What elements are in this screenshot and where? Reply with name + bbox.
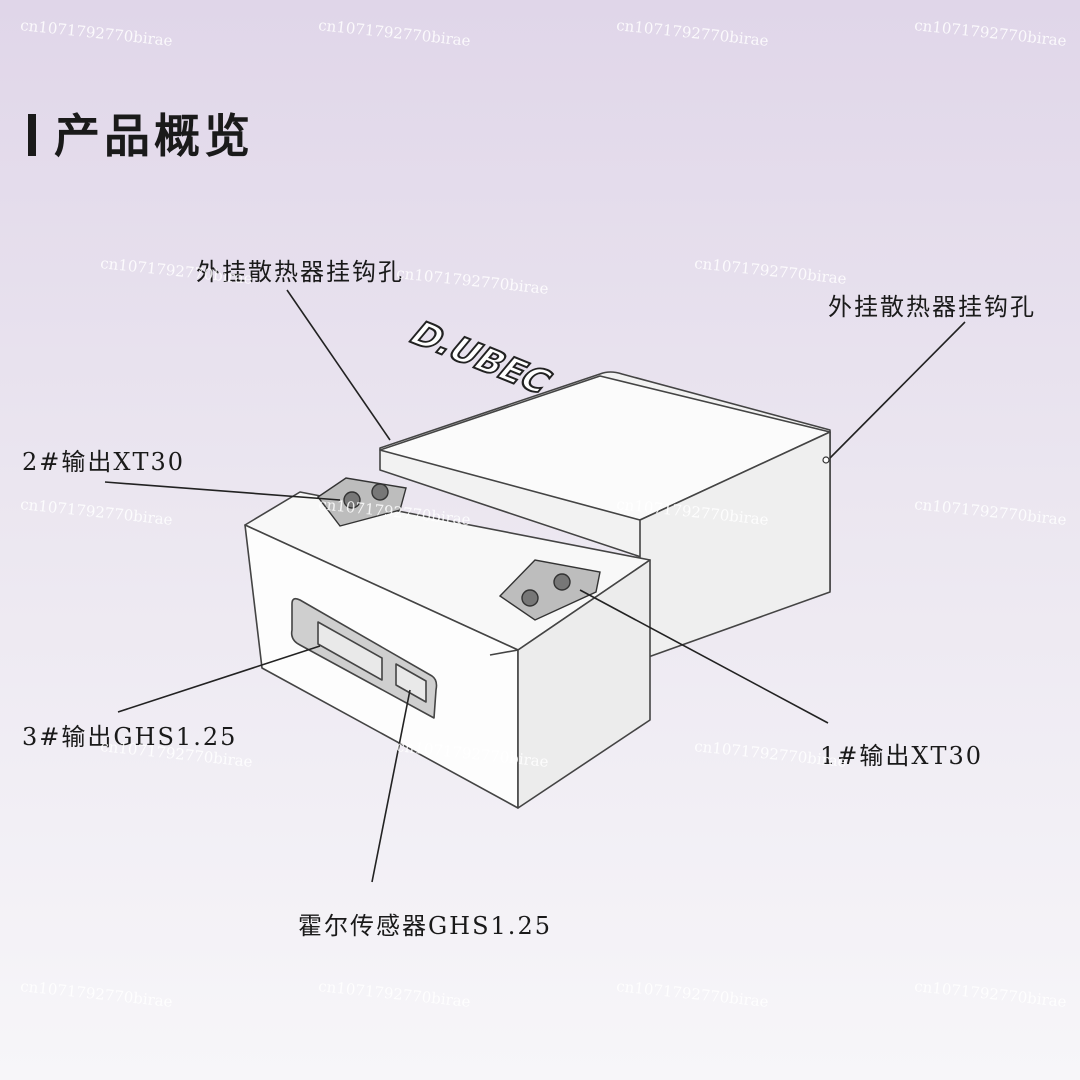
callout-output3: 3#输出GHS1.25: [22, 723, 238, 751]
title-bar-mark: [28, 114, 36, 156]
page-title-text: 产品概览: [54, 109, 254, 163]
callout-hall-sensor: 霍尔传感器GHS1.25: [298, 912, 552, 940]
xt30-connector-1: [498, 559, 601, 621]
lower-block: [244, 491, 651, 809]
line-hanger-right: [829, 321, 966, 459]
callout-output2: 2#输出XT30: [22, 448, 186, 476]
callout-hanger-hole-left: 外挂散热器挂钩孔: [196, 258, 404, 286]
line-hall-sensor: [371, 689, 411, 883]
line-hanger-left: [286, 289, 391, 441]
device-logo: D.UBEC: [401, 316, 560, 401]
line-output2: [104, 481, 341, 501]
line-output3: [117, 645, 321, 713]
callout-output1: 1#输出XT30: [820, 742, 984, 770]
callout-lines: [104, 289, 966, 883]
callout-hanger-hole-right: 外挂散热器挂钩孔: [828, 293, 1036, 321]
page-title: 产品概览: [28, 100, 254, 166]
hanger-hole-right: [822, 456, 830, 464]
upper-block: [379, 371, 831, 661]
line-output1: [579, 589, 829, 724]
xt30-connector-2: [316, 477, 407, 527]
